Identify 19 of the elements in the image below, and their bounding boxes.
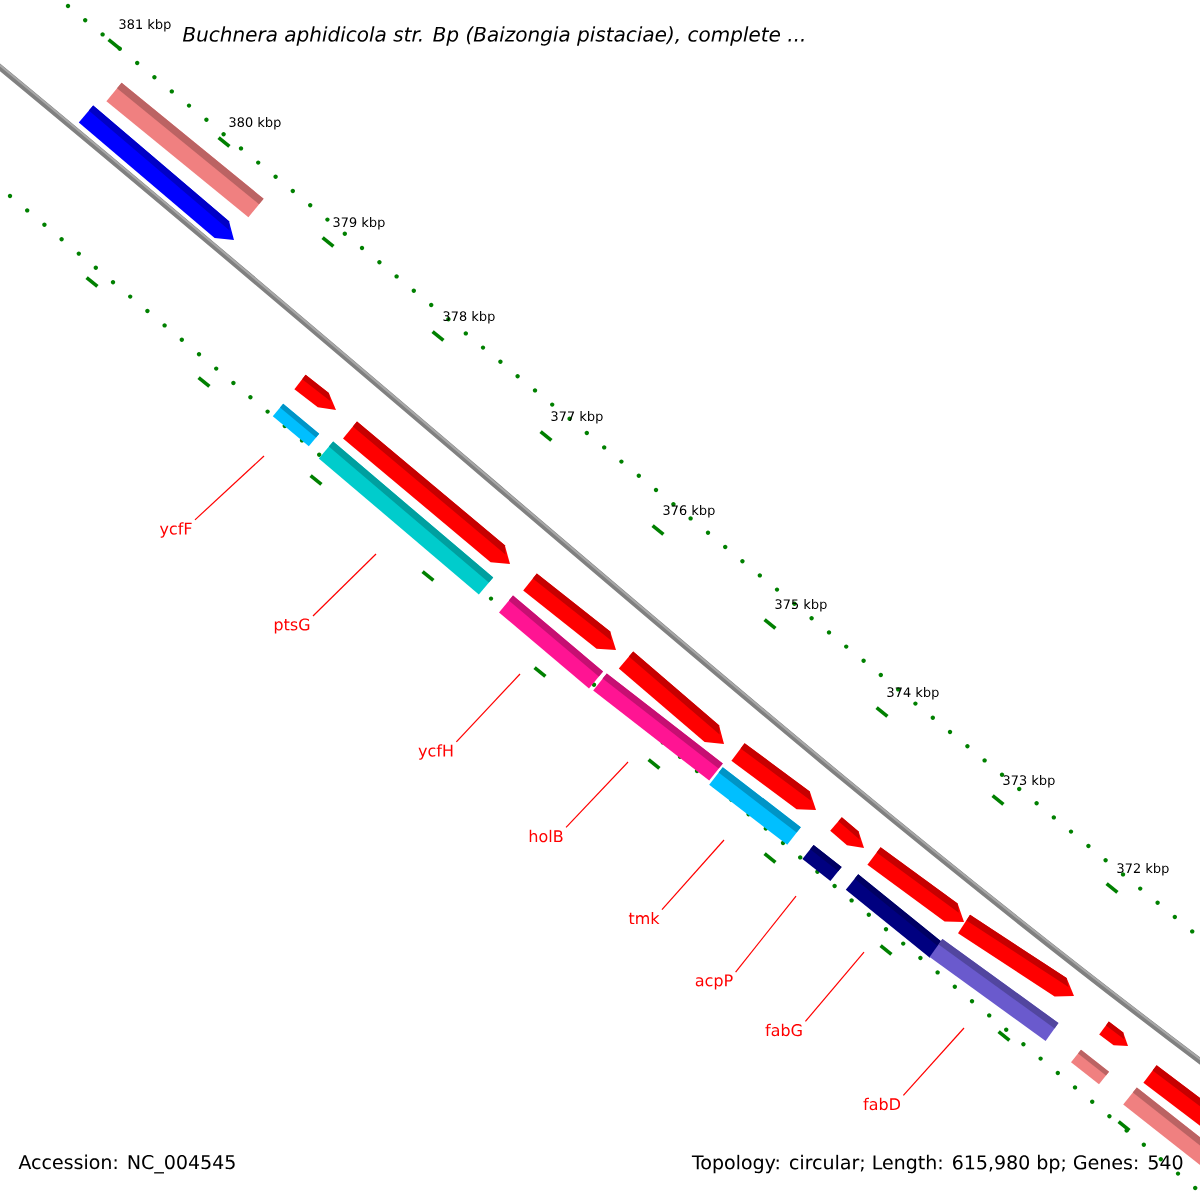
gene-label: holB [529, 829, 563, 843]
gene-label: ycfF [159, 522, 192, 538]
leader-line [804, 951, 865, 1022]
leader-line [565, 761, 629, 828]
title: Buchnera aphidicola str. Bp (Baizongia pistaciae), complete ... [182, 26, 804, 46]
leader-line [455, 673, 521, 743]
info-text: Topology: circular; Length: 615,980 bp; Genes: 540 [691, 1154, 1183, 1174]
gene-label: ptsG [274, 618, 310, 634]
leader-line [735, 895, 797, 973]
gene-label: ycfH [418, 744, 453, 760]
gene-label: acpP [695, 974, 733, 990]
leader-line [194, 455, 265, 521]
info-text: Accession: NC_004545 [18, 1154, 235, 1174]
leader-line [902, 1027, 965, 1097]
gene-label: fabD [863, 1097, 901, 1111]
gene-label: tmk [628, 911, 660, 925]
leader-line [312, 553, 377, 617]
gene-label: fabG [765, 1023, 802, 1037]
leader-line [661, 839, 725, 911]
